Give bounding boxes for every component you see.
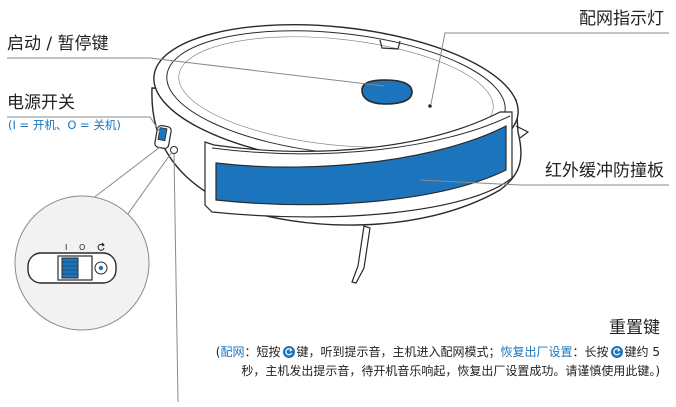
reset-key-label: 重置键 <box>609 318 660 338</box>
leader-power <box>7 116 161 133</box>
ir-bumper-label: 红外缓冲防撞板 <box>545 161 664 181</box>
leader-start <box>7 57 385 87</box>
reset-desc-pairing-1: ：短按 <box>244 345 281 359</box>
pairing-indicator-led <box>428 104 432 108</box>
leader-reset <box>173 153 179 403</box>
reset-desc-paren: ( <box>215 345 221 359</box>
side-brush <box>351 225 371 284</box>
switch-mark-on: I <box>65 243 67 252</box>
reset-icon <box>97 242 105 251</box>
ir-bumper-panel <box>215 125 507 206</box>
reset-desc-pairing-term: 配网 <box>220 345 245 359</box>
power-switch-note: (I = 开机、O = 关机) <box>8 118 121 132</box>
power-switch-label: 电源开关 <box>7 93 75 113</box>
reset-desc-factory-2: 键约 5 秒，主机发出提示音，待开机音乐响起，恢复出厂设置成功。请谨慎使用此键。… <box>241 345 660 378</box>
reset-desc-pairing-2: 键，听到提示音，主机进入配网模式； <box>296 345 501 359</box>
robot-top-inner2 <box>178 36 494 148</box>
reset-key-description: (配网：短按 键，听到提示音，主机进入配网模式；恢复出厂设置：长按键约 5 秒，主… <box>190 343 660 381</box>
leader-indicator <box>430 32 669 105</box>
start-pause-label: 启动 / 暂停键 <box>7 34 109 54</box>
reset-button-body <box>170 146 178 154</box>
bumper-top-line <box>211 115 511 155</box>
switch-callout-knob <box>61 257 79 279</box>
leader-bumper <box>419 179 669 186</box>
rear-tab <box>515 125 530 139</box>
pairing-indicator-label: 配网指示灯 <box>579 9 664 29</box>
start-pause-button <box>361 79 413 105</box>
reset-icon <box>610 346 623 358</box>
switch-mark-off: O <box>79 243 85 252</box>
power-switch-knob <box>157 127 168 142</box>
robot-notch <box>379 39 401 50</box>
reset-icon <box>282 346 295 358</box>
reset-desc-factory-term: 恢复出厂设置 <box>500 345 573 359</box>
reset-desc-factory-1: ：长按 <box>572 345 609 359</box>
